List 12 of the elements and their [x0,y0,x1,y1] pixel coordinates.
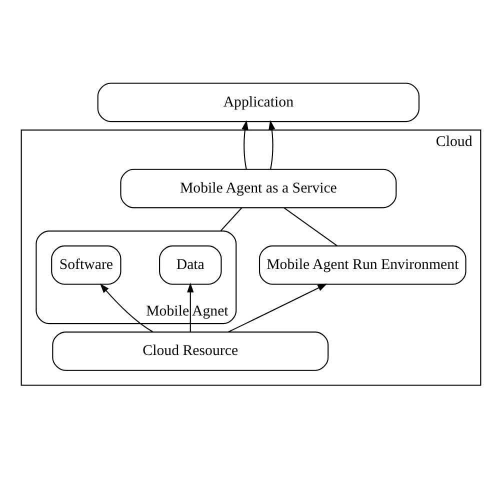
arrow [100,283,154,332]
node-box: Software [51,245,122,285]
node-box: Cloud Resource [52,332,329,371]
node-box: Data [159,245,222,285]
connector [284,207,338,246]
connector [220,207,242,232]
node-box: Mobile Agent Run Environment [258,245,466,285]
arrow [187,282,194,332]
node-box: Mobile Agent as a Service [120,168,397,208]
arrow [242,120,248,170]
arrow [268,120,276,170]
node-box: Application [97,82,420,122]
